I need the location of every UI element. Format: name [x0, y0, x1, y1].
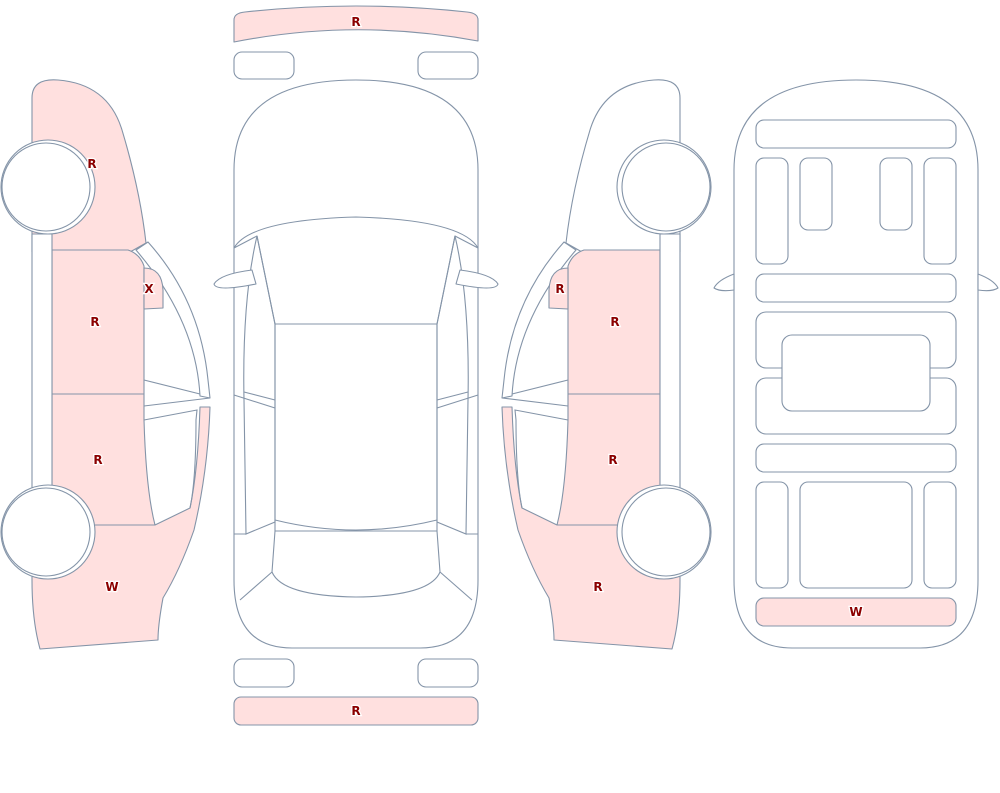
roof-rear-curve — [274, 519, 438, 531]
roof — [274, 323, 438, 532]
right-window-frame — [501, 379, 569, 509]
interior-left-mirror — [713, 273, 735, 292]
right-rear-wheel — [616, 484, 712, 580]
right-rear-quarter-mark: R — [593, 580, 602, 594]
top-right-mirror — [455, 269, 499, 289]
left-front-door[interactable] — [51, 249, 145, 395]
left-headlight — [233, 51, 295, 80]
dashboard — [755, 119, 957, 149]
front-seat-row — [755, 273, 957, 303]
interior-right-mirror — [977, 273, 999, 292]
top-view: R R — [213, 5, 499, 726]
rear-bumper[interactable] — [233, 696, 479, 726]
right-vent — [879, 157, 913, 231]
right-windshield-pillar — [501, 241, 577, 399]
right-front-door-mark: R — [610, 315, 619, 329]
left-a-pillar-line — [243, 235, 276, 535]
left-vent — [799, 157, 833, 231]
interior-rear-panel[interactable] — [755, 597, 957, 627]
left-front-fender-mark: R — [87, 157, 96, 171]
interior-view: W — [713, 79, 999, 649]
right-mirror[interactable] — [548, 267, 569, 310]
right-side-lines — [436, 391, 479, 601]
right-mirror-mark: R — [555, 282, 564, 296]
right-a-pillar-line — [436, 235, 469, 535]
cargo-area — [799, 481, 913, 589]
left-front-door-mark: R — [90, 315, 99, 329]
top-left-mirror — [213, 269, 257, 289]
right-rear-door-mark: R — [608, 453, 617, 467]
rear-bumper-mark: R — [351, 704, 360, 718]
right-rear-trim — [923, 481, 957, 589]
center-console — [781, 334, 931, 412]
front-bumper-mark: R — [351, 15, 360, 29]
right-taillight — [417, 658, 479, 688]
left-front-wheel — [0, 139, 96, 235]
left-taillight — [233, 658, 295, 688]
right-rear-quarter[interactable] — [501, 406, 681, 650]
rear-window — [271, 530, 441, 598]
right-side-view: R R R R — [501, 79, 712, 650]
windshield — [233, 216, 479, 325]
left-mirror-mark: X — [144, 282, 154, 296]
right-a-trim — [923, 157, 957, 265]
rear-seat-row — [755, 443, 957, 473]
left-rear-trim — [755, 481, 789, 589]
left-side-lines — [233, 391, 276, 601]
left-window-frame — [143, 379, 211, 509]
left-mirror[interactable] — [143, 267, 164, 310]
front-bumper[interactable] — [233, 5, 479, 43]
left-side-view: R X R R W — [0, 79, 211, 650]
right-front-door[interactable] — [567, 249, 661, 395]
left-a-trim — [755, 157, 789, 265]
left-windshield-pillar — [135, 241, 211, 399]
interior-rear-panel-mark: W — [849, 605, 862, 619]
left-rocker-panel — [31, 233, 53, 527]
left-rear-quarter-mark: W — [105, 580, 118, 594]
left-rear-wheel — [0, 484, 96, 580]
right-front-wheel — [616, 139, 712, 235]
right-headlight — [417, 51, 479, 80]
left-rear-quarter[interactable] — [31, 406, 211, 650]
left-rear-door-mark: R — [93, 453, 102, 467]
right-rocker-panel — [659, 233, 681, 527]
